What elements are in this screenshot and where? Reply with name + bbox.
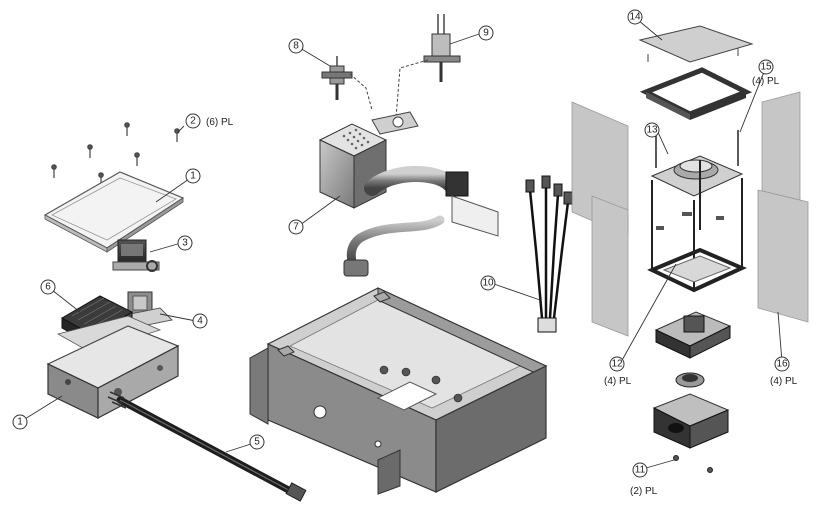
callout-label: 10 [482, 278, 494, 289]
callout-label: 8 [293, 41, 299, 52]
callout-6: 6 [40, 279, 56, 295]
side-panels [571, 91, 809, 337]
callout-3: 3 [177, 235, 193, 251]
callout-label: 16 [776, 359, 788, 370]
callout-1b: 1 [185, 168, 201, 184]
callout-label: 9 [483, 28, 489, 39]
frame-ring [639, 67, 753, 120]
lower-cup [652, 393, 730, 449]
callout-label: 4 [197, 316, 203, 327]
callout-label: 11 [635, 465, 646, 476]
callout-label: 12 [611, 359, 623, 370]
callout-label: 13 [646, 125, 658, 136]
callout-label: 15 [760, 62, 772, 73]
heater-cage [647, 130, 747, 293]
pilot-assembly [395, 14, 461, 119]
callout-label: 2 [190, 116, 196, 127]
callout-qty: (2) PL [630, 486, 658, 497]
callout-label: 1 [190, 171, 196, 182]
callout-1a: 1 [12, 414, 28, 430]
callout-10: 10 [480, 275, 496, 291]
callout-label: 5 [254, 437, 260, 448]
callout-8: 8 [288, 38, 304, 54]
blower-fan [654, 311, 732, 388]
callout-label: 6 [45, 282, 51, 293]
callout-15: 15 (4) PL [752, 59, 780, 87]
bottom-screws [673, 455, 713, 473]
callout-9: 9 [478, 25, 494, 41]
callout-label: 1 [17, 417, 23, 428]
callout-qty: (4) PL [752, 76, 780, 87]
solenoid-valve [112, 239, 160, 272]
callout-qty: (6) PL [206, 117, 234, 128]
callout-qty: (4) PL [770, 376, 798, 387]
wire-harness [528, 186, 570, 319]
leader-lines [19, 19, 783, 469]
callout-4: 4 [192, 313, 208, 329]
callout-label: 14 [629, 12, 641, 23]
callout-7: 7 [288, 219, 304, 235]
igniter [321, 56, 373, 111]
screw-set [51, 122, 180, 186]
callout-11: 11 (2) PL [630, 462, 658, 497]
transformer [118, 291, 174, 329]
gas-tube [343, 166, 499, 277]
harness-connectors [525, 175, 573, 333]
callout-2: 2 (6) PL [185, 113, 234, 129]
base-tray [249, 287, 548, 495]
callout-5: 5 [249, 434, 265, 450]
power-cord [107, 391, 307, 502]
callout-qty: (4) PL [604, 376, 632, 387]
callout-12: 12 (4) PL [604, 356, 632, 387]
callout-13: 13 [644, 122, 660, 138]
burner-box [318, 111, 419, 209]
cover-plate [43, 171, 185, 253]
callout-16: 16 (4) PL [770, 356, 798, 387]
callout-14: 14 [627, 9, 643, 25]
callout-label: 7 [293, 222, 299, 233]
top-plate [638, 25, 754, 63]
callout-label: 3 [182, 238, 188, 249]
